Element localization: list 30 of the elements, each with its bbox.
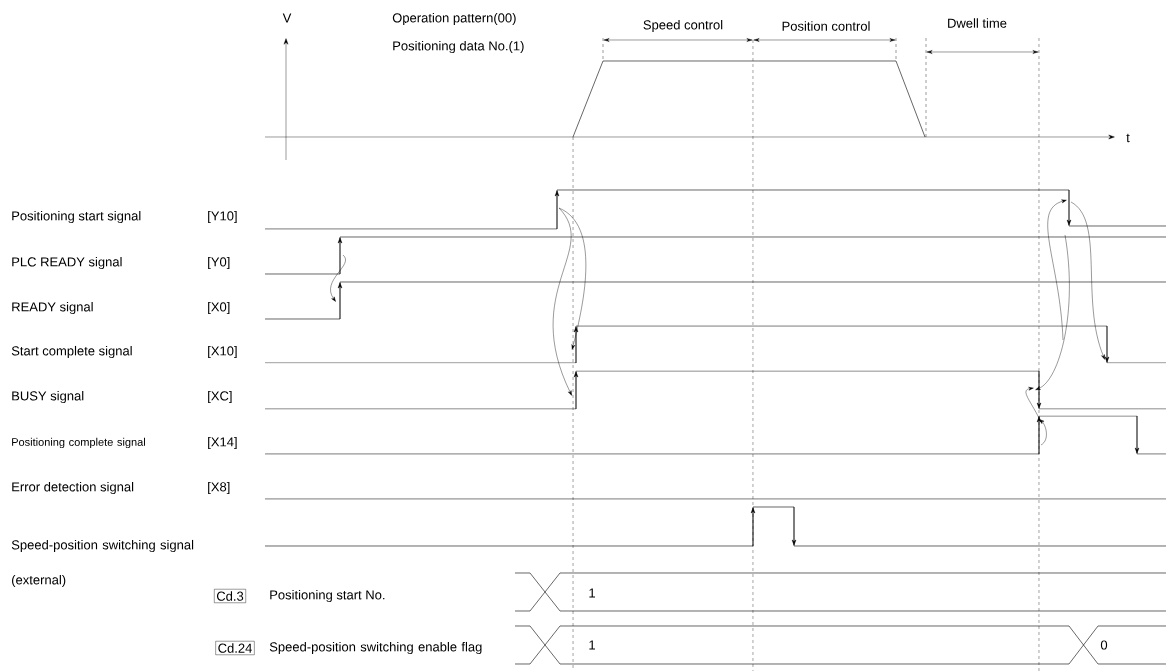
signal-address: [Y10] <box>208 210 237 224</box>
signal-name: Positioning start signal <box>12 210 141 224</box>
pattern-label: Operation pattern(00) <box>392 12 516 26</box>
signal-address: [X10] <box>208 345 237 359</box>
signal-name: Error detection signal <box>12 481 134 495</box>
bus-value: 0 <box>1100 640 1108 650</box>
register-name: Speed-position switching enable flag <box>269 641 482 655</box>
bus-value: 1 <box>589 588 595 598</box>
signal-address: [X14] <box>208 436 237 450</box>
register-box: Cd.3 <box>214 589 246 603</box>
signal-name: Speed-position switching signal <box>11 539 194 553</box>
signal-name: (external) <box>12 574 66 588</box>
signal-address: [X0] <box>208 301 230 315</box>
axis-label: t <box>1126 133 1130 143</box>
signal-address: [Y0] <box>208 256 230 270</box>
bus-value: 1 <box>589 640 595 650</box>
axis-label: V <box>282 13 292 23</box>
signal-name: PLC READY signal <box>12 256 122 270</box>
interval-label: Speed control <box>643 19 723 33</box>
signal-name: BUSY signal <box>12 390 84 404</box>
signal-name: Positioning complete signal <box>12 437 145 449</box>
pattern-label: Positioning data No.(1) <box>393 40 524 54</box>
signal-name: READY signal <box>12 301 93 315</box>
signal-name: Start complete signal <box>11 345 132 359</box>
interval-label: Dwell time <box>948 18 1007 28</box>
signal-address: [X8] <box>208 481 230 495</box>
register-box: Cd.24 <box>215 641 255 655</box>
register-name: Positioning start No. <box>270 589 385 603</box>
signal-address: [XC] <box>208 390 232 404</box>
interval-label: Position control <box>782 21 870 31</box>
